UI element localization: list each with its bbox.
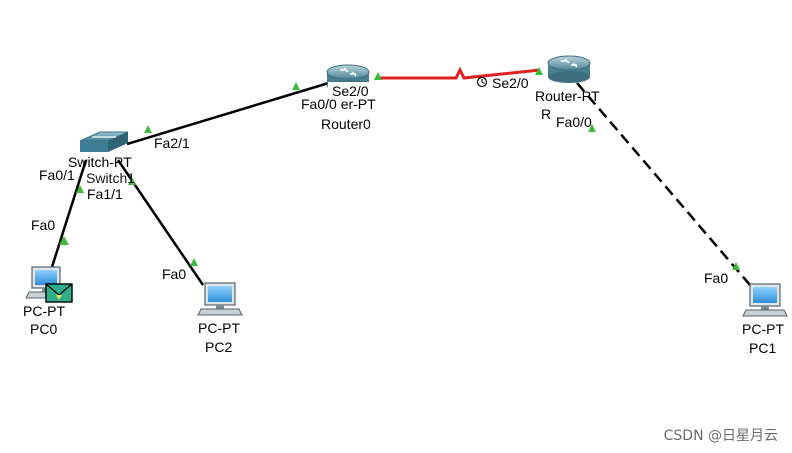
pc0-device[interactable]: PC-PT PC0 bbox=[23, 266, 73, 337]
pc0-port-label: Fa0 bbox=[31, 217, 55, 233]
link-up-indicator bbox=[190, 258, 198, 266]
pc1-type-label: PC-PT bbox=[742, 321, 784, 337]
link-router0-router1-serial[interactable] bbox=[378, 66, 541, 80]
link-up-indicator bbox=[732, 262, 740, 270]
link-up-indicator bbox=[76, 185, 84, 193]
link-up-indicator bbox=[128, 177, 136, 185]
pc1-port-label: Fa0 bbox=[704, 270, 728, 286]
switch-type-label: Switch-PT bbox=[68, 154, 132, 170]
router0-type-label: Se2/0 bbox=[332, 83, 369, 99]
switch-fa11-port-label: Fa1/1 bbox=[87, 186, 123, 202]
clock-icon bbox=[476, 76, 488, 88]
router0-name-label: Router0 bbox=[321, 116, 371, 132]
router1-fa-port-label: Fa0/0 bbox=[556, 114, 592, 130]
router1-name-label: R bbox=[541, 106, 551, 122]
link-router0-switch[interactable] bbox=[126, 80, 333, 146]
pc2-device[interactable]: PC-PT PC2 bbox=[197, 282, 243, 355]
link-switch-pc0[interactable] bbox=[50, 159, 88, 268]
port-labels: Se2/0 Fa0/0 Fa2/1 Fa0/1 Fa1/1 Fa0 Fa0 Fa… bbox=[31, 75, 728, 286]
switch-device[interactable]: Switch-PT Switch1 bbox=[68, 131, 135, 186]
switch-icon bbox=[79, 131, 129, 152]
router1-serial-port-label: Se2/0 bbox=[492, 75, 529, 91]
pc2-icon bbox=[197, 282, 243, 316]
link-indicators bbox=[59, 67, 740, 270]
pc2-name-label: PC2 bbox=[205, 339, 232, 355]
link-router1-pc1[interactable] bbox=[576, 82, 751, 286]
pc0-name-label: PC0 bbox=[30, 321, 57, 337]
router1-type-label: Router-PT bbox=[535, 88, 600, 104]
pc0-type-label: PC-PT bbox=[23, 303, 65, 319]
switch-name-label: Switch1 bbox=[86, 170, 135, 186]
router0-model-label: Fa0/0 er-PT bbox=[301, 96, 376, 112]
watermark: CSDN @日星月云 bbox=[663, 428, 778, 444]
envelope-icon[interactable] bbox=[45, 283, 73, 303]
link-up-indicator bbox=[144, 125, 152, 133]
pc1-name-label: PC1 bbox=[749, 340, 776, 356]
pc2-type-label: PC-PT bbox=[198, 320, 240, 336]
pc1-device[interactable]: PC-PT PC1 bbox=[742, 283, 788, 356]
link-up-indicator bbox=[588, 124, 596, 132]
switch-fa21-port-label: Fa2/1 bbox=[154, 135, 190, 151]
pc2-port-label: Fa0 bbox=[162, 266, 186, 282]
router1-icon bbox=[547, 55, 591, 83]
link-up-indicator bbox=[59, 236, 69, 245]
link-up-indicator bbox=[535, 67, 543, 75]
router1-device[interactable]: Router-PT R bbox=[535, 55, 600, 122]
link-up-indicator bbox=[292, 82, 300, 90]
links bbox=[50, 66, 751, 286]
pc1-icon bbox=[742, 283, 788, 317]
router0-device[interactable]: Se2/0 Fa0/0 er-PT Router0 bbox=[301, 64, 376, 132]
switch-fa01-port-label: Fa0/1 bbox=[39, 167, 75, 183]
link-up-indicator bbox=[374, 72, 382, 80]
